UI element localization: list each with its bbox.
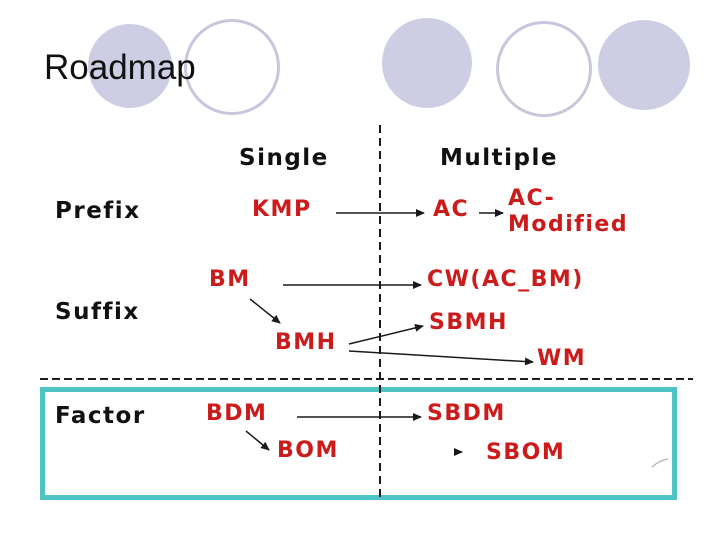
decorative-circle-outlined-2	[496, 21, 592, 117]
node-bdm: BDM	[206, 401, 268, 426]
node-ac-modified-line2: Modified	[508, 212, 629, 237]
node-bmh: BMH	[275, 330, 337, 355]
node-kmp: KMP	[252, 197, 312, 222]
slide-title: Roadmap	[44, 48, 196, 87]
decorative-circle-filled-2	[382, 18, 472, 108]
column-header-single: Single	[239, 145, 329, 171]
node-cw: CW(AC_BM)	[427, 267, 584, 292]
decorative-circle-outlined-1	[184, 19, 280, 115]
node-ac: AC	[433, 197, 470, 222]
node-ac-modified: AC- Modified	[508, 186, 628, 238]
column-header-multiple: Multiple	[440, 145, 558, 171]
row-label-prefix: Prefix	[55, 198, 141, 224]
node-sbdm: SBDM	[427, 401, 506, 426]
row-label-factor: Factor	[55, 403, 146, 429]
arrow-bmh-to-sbmh	[348, 324, 424, 345]
arrow-bmh-to-wm	[348, 350, 534, 366]
node-bm: BM	[209, 267, 251, 292]
row-label-suffix: Suffix	[55, 299, 140, 325]
node-sbom: SBOM	[486, 440, 566, 465]
factor-highlight-box	[40, 387, 677, 500]
node-wm: WM	[537, 346, 587, 371]
decorative-circle-filled-3	[598, 20, 690, 110]
node-bom: BOM	[277, 438, 339, 463]
decorative-circle-filled-1	[88, 24, 172, 108]
node-sbmh: SBMH	[429, 310, 508, 335]
node-ac-modified-line1: AC-	[508, 186, 556, 211]
arrow-bm-to-bmh	[249, 298, 281, 324]
